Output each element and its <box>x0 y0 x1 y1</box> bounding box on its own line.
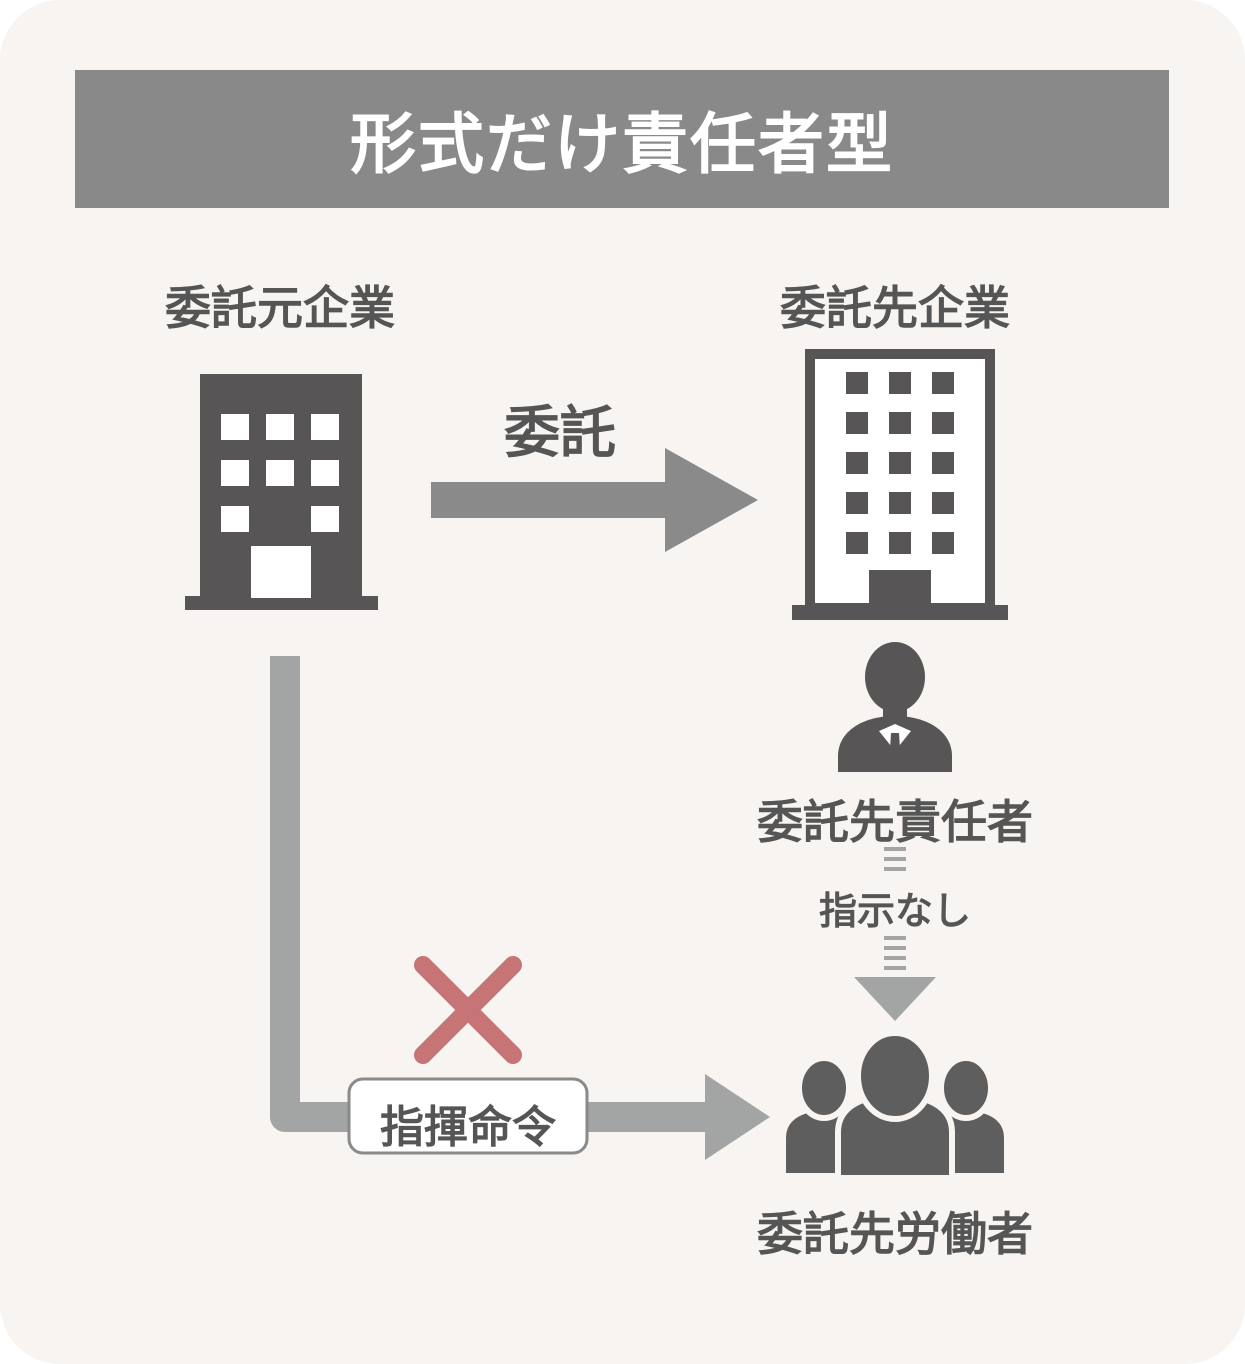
contractor-workers-label: 委託先労働者 <box>757 1207 1033 1261</box>
delegation-arrow <box>431 448 758 552</box>
tall-building-icon <box>792 349 1008 620</box>
title-bar: 形式だけ責任者型 <box>75 70 1169 208</box>
workers-group-icon <box>780 1030 1010 1181</box>
cross-mark-icon <box>414 956 522 1064</box>
command-label-box <box>347 1077 589 1155</box>
office-building-icon <box>185 374 378 610</box>
businessman-icon <box>838 642 952 772</box>
no-instruction-label: 指示なし <box>818 889 971 933</box>
client-company-label: 委託元企業 <box>165 281 395 335</box>
command-arrowhead <box>705 1074 770 1160</box>
page-title: 形式だけ責任者型 <box>350 106 894 183</box>
command-label: 指揮命令 <box>380 1102 556 1153</box>
contractor-manager-label: 委託先責任者 <box>757 795 1033 849</box>
no-instruction-arrow <box>854 847 936 1021</box>
delegation-label: 委託 <box>504 401 616 466</box>
contractor-company-label: 委託先企業 <box>780 281 1010 335</box>
